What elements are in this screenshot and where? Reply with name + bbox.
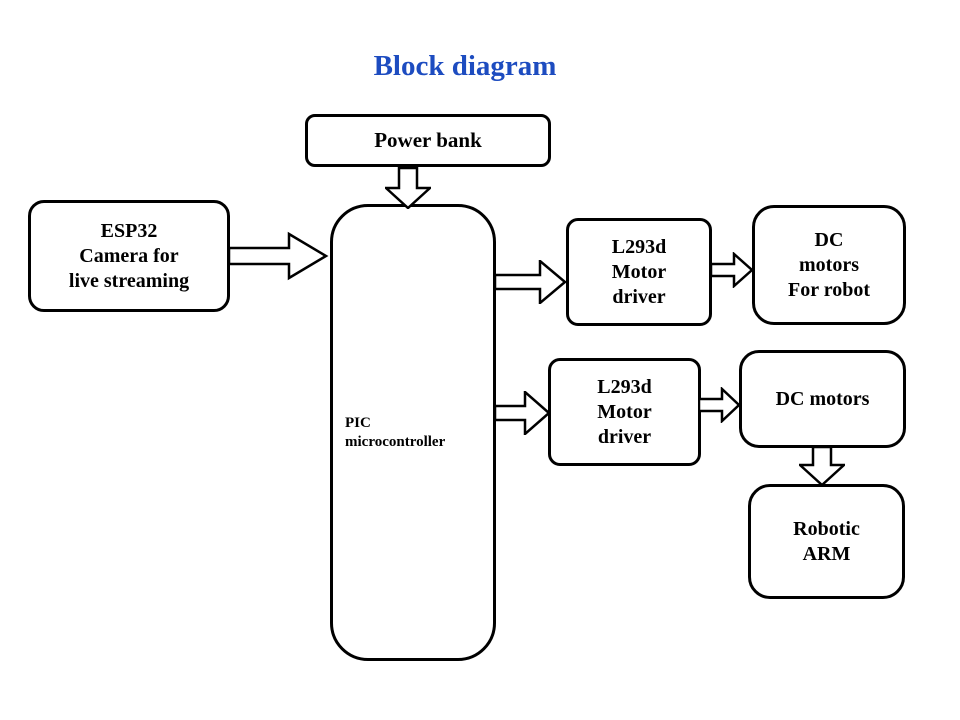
l293d-motor-driver-bottom-label: L293d Motor driver — [597, 375, 652, 448]
robotic-arm-box: Robotic ARM — [748, 484, 905, 599]
l293d-motor-driver-top-label: L293d Motor driver — [611, 235, 667, 308]
arrow-esp32-to-pic-icon — [229, 231, 329, 281]
arrow-powerbank-to-pic-icon — [385, 167, 431, 209]
dc-motors-label: DC motors — [775, 387, 870, 410]
arrow-pic-to-l293d-bottom-icon — [495, 391, 551, 435]
arrow-l293d-top-to-dc-robot-icon — [711, 252, 754, 288]
power-bank-box: Power bank — [305, 114, 551, 167]
pic-microcontroller-label: PIC microcontroller — [345, 414, 446, 450]
esp32-camera-label: ESP32 Camera for live streaming — [68, 219, 190, 292]
diagram-title: Block diagram — [373, 50, 557, 82]
robotic-arm-label: Robotic ARM — [793, 517, 860, 565]
dc-motors-for-robot-box: DC motors For robot — [752, 205, 906, 325]
esp32-camera-box: ESP32 Camera for live streaming — [28, 200, 230, 312]
arrow-l293d-bottom-to-dc-motors-icon — [699, 387, 741, 423]
power-bank-label: Power bank — [374, 128, 482, 153]
dc-motors-box: DC motors — [739, 350, 906, 448]
arrow-pic-to-l293d-top-icon — [495, 260, 567, 304]
dc-motors-for-robot-label: DC motors For robot — [787, 228, 871, 301]
arrow-dc-motors-to-robotic-arm-icon — [799, 446, 845, 486]
pic-microcontroller-box: PIC microcontroller — [330, 204, 496, 661]
l293d-motor-driver-top-box: L293d Motor driver — [566, 218, 712, 326]
l293d-motor-driver-bottom-box: L293d Motor driver — [548, 358, 701, 466]
